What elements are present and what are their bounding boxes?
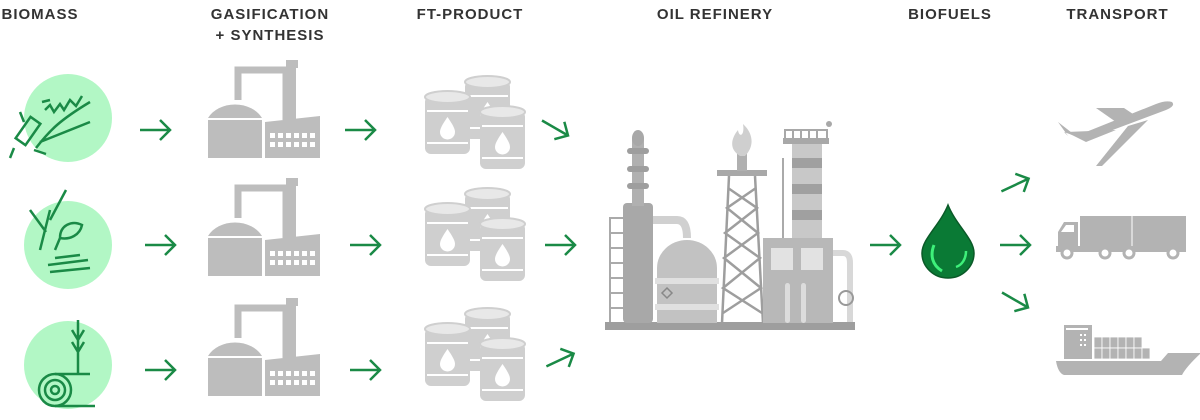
truck-icon bbox=[1056, 216, 1186, 260]
header-biofuels: BIOFUELS bbox=[908, 6, 992, 23]
arrow-icon bbox=[143, 233, 177, 257]
header-transport: TRANSPORT bbox=[1066, 6, 1169, 23]
gasification-plant-icon bbox=[208, 298, 323, 398]
biomass-icons bbox=[8, 74, 112, 409]
arrow-icon bbox=[348, 233, 382, 257]
cargo-ship-icon bbox=[1056, 325, 1200, 375]
oil-barrels-icon bbox=[425, 308, 530, 408]
plant-branch-icon bbox=[24, 189, 112, 289]
arrow-down-right-icon bbox=[535, 110, 575, 146]
hay-bale-wheat-icon bbox=[24, 320, 112, 409]
arrow-down-right-icon bbox=[995, 282, 1035, 318]
arrow-icon bbox=[348, 358, 382, 382]
arrow-icon bbox=[138, 118, 172, 142]
header-gasification: GASIFICATION + SYNTHESIS bbox=[195, 4, 345, 46]
arrow-up-right-icon bbox=[540, 343, 580, 377]
arrow-icon bbox=[998, 233, 1032, 257]
oil-refinery-icon bbox=[605, 121, 855, 330]
airplane-icon bbox=[1058, 101, 1174, 166]
wood-chips-icon bbox=[8, 74, 112, 162]
oil-barrels-icon bbox=[425, 76, 530, 176]
gasification-plant-icon bbox=[208, 60, 323, 160]
arrow-up-right-icon bbox=[995, 168, 1035, 202]
oil-barrels-icon bbox=[425, 188, 530, 288]
header-biomass: BIOMASS bbox=[1, 6, 79, 23]
arrow-icon bbox=[543, 233, 577, 257]
gasification-plant-icon bbox=[208, 178, 323, 278]
header-gasification-line2: + SYNTHESIS bbox=[215, 27, 325, 44]
header-ft-product: FT-PRODUCT bbox=[416, 6, 524, 23]
header-oil-refinery: OIL REFINERY bbox=[656, 6, 774, 23]
biofuel-drop-icon bbox=[921, 202, 975, 279]
arrow-icon bbox=[343, 118, 377, 142]
arrow-icon bbox=[143, 358, 177, 382]
header-gasification-line1: GASIFICATION bbox=[210, 6, 330, 23]
arrow-icon bbox=[868, 233, 902, 257]
